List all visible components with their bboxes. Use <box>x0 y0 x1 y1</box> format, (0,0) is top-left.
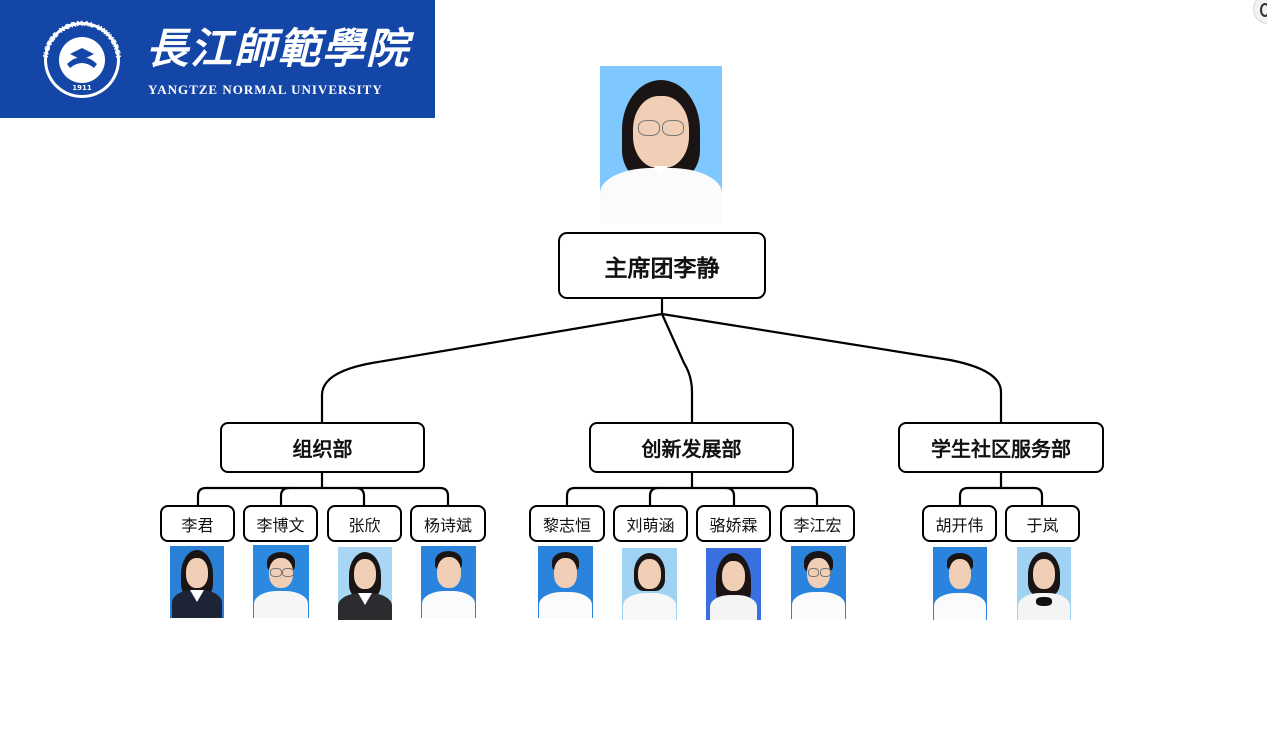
connector-dept-1-mid-right <box>355 486 366 505</box>
connector-dept-2-bar <box>565 486 819 505</box>
dept-box-organization: 组织部 <box>220 422 425 473</box>
member-photo <box>622 548 677 620</box>
member-name: 李君 <box>181 515 214 535</box>
university-name-cn: 長江師範學院 <box>146 24 411 73</box>
member-box: 李君 <box>160 505 235 542</box>
member-photo <box>253 545 309 618</box>
member-name: 胡开伟 <box>935 515 984 535</box>
member-box: 张欣 <box>327 505 402 542</box>
connector-dept-2-mid-left <box>648 486 659 505</box>
member-name: 李博文 <box>256 515 305 535</box>
member-photo <box>706 548 761 620</box>
member-box: 黎志恒 <box>529 505 605 542</box>
member-name: 刘萌涵 <box>626 515 675 535</box>
member-name: 杨诗斌 <box>423 515 472 535</box>
svg-text:1911: 1911 <box>72 84 92 92</box>
member-name: 骆娇霖 <box>709 515 758 535</box>
connector-dept-2-mid-right <box>725 486 736 505</box>
connector-chair-to-dept-1 <box>320 312 663 422</box>
connector-chair-to-dept-2 <box>660 313 694 422</box>
dept-box-community-service: 学生社区服务部 <box>898 422 1104 473</box>
dept-label: 创新发展部 <box>641 437 742 461</box>
member-box: 骆娇霖 <box>696 505 771 542</box>
member-box: 杨诗斌 <box>410 505 486 542</box>
member-photo <box>421 546 476 618</box>
university-seal-icon: YANGTZE NORMAL UNIVERSITY 1911 <box>34 20 122 98</box>
member-photo <box>1017 547 1071 620</box>
chair-box: 主席团李静 <box>558 232 766 299</box>
dept-label: 学生社区服务部 <box>931 437 1071 461</box>
university-logo-banner: YANGTZE NORMAL UNIVERSITY 1911 長江師範學院 YA… <box>0 0 435 118</box>
corner-circle-icon <box>1260 3 1267 17</box>
member-photo <box>538 546 593 618</box>
member-name: 李江宏 <box>793 515 842 535</box>
dept-box-innovation: 创新发展部 <box>589 422 794 473</box>
member-box: 李江宏 <box>780 505 855 542</box>
university-name-en: YANGTZE NORMAL UNIVERSITY <box>148 82 383 97</box>
connector-dept-3-bar <box>958 486 1044 505</box>
chair-photo <box>600 66 722 223</box>
connector-chair-to-dept-3 <box>661 312 1003 422</box>
member-box: 李博文 <box>243 505 318 542</box>
dept-label: 组织部 <box>292 437 353 461</box>
member-box: 刘萌涵 <box>613 505 688 542</box>
chair-label: 主席团李静 <box>604 255 720 282</box>
member-photo <box>791 546 846 619</box>
member-photo <box>338 547 392 620</box>
member-photo <box>933 547 987 620</box>
connector-dept-1-mid-left <box>279 486 290 505</box>
member-name: 黎志恒 <box>542 515 591 535</box>
connector-dept-1-bar <box>196 486 450 505</box>
member-box: 胡开伟 <box>922 505 997 542</box>
member-name: 于岚 <box>1026 515 1059 535</box>
member-photo <box>170 546 224 618</box>
member-box: 于岚 <box>1005 505 1080 542</box>
member-name: 张欣 <box>348 515 381 535</box>
